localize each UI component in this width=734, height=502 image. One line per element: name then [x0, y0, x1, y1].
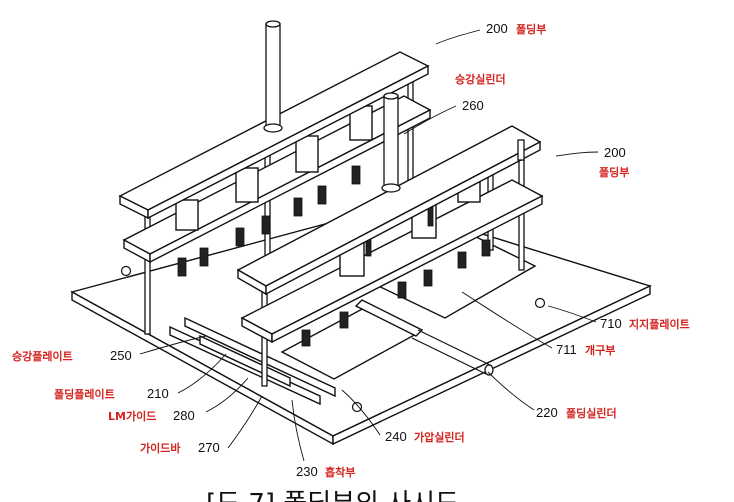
- label-lift-cylinder: 승강실린더 260: [455, 72, 506, 113]
- label-folding-cylinder: 220 폴딩실린더: [536, 405, 617, 420]
- folding-cylinder: [354, 299, 494, 376]
- svg-text:710: 710: [600, 316, 622, 331]
- svg-text:220: 220: [536, 405, 558, 420]
- svg-text:가압실린더: 가압실린더: [414, 430, 465, 444]
- figure-caption: [도 7] 폴딩부의 사시도: [206, 489, 459, 502]
- svg-text:280: 280: [173, 408, 195, 423]
- folding-unit-right: [236, 92, 544, 387]
- svg-text:흡착부: 흡착부: [325, 465, 355, 479]
- folding-unit-left: [118, 20, 432, 335]
- svg-text:240: 240: [385, 429, 407, 444]
- svg-text:711: 711: [556, 342, 577, 357]
- label-lift-plate: 승강플레이트 250: [12, 348, 132, 363]
- svg-text:개구부: 개구부: [585, 343, 615, 357]
- svg-text:지지플레이트: 지지플레이트: [629, 317, 690, 331]
- label-opening: 711 개구부: [556, 342, 615, 357]
- label-folding-plate: 폴딩플레이트 210: [54, 386, 169, 401]
- label-suction: 230 흡착부: [296, 464, 355, 479]
- svg-text:260: 260: [462, 98, 484, 113]
- label-folding-top: 200 폴딩부: [486, 21, 546, 36]
- svg-text:200: 200: [604, 145, 626, 160]
- svg-text:폴딩실린더: 폴딩실린더: [566, 406, 617, 420]
- svg-text:230: 230: [296, 464, 318, 479]
- svg-text:가이드바: 가이드바: [140, 441, 181, 455]
- svg-text:270: 270: [198, 440, 220, 455]
- label-lm-guide: LM가이드 280: [108, 408, 195, 423]
- leader-lines: [139, 29, 599, 462]
- svg-text:210: 210: [147, 386, 169, 401]
- svg-text:폴딩부: 폴딩부: [516, 22, 546, 36]
- label-folding-right: 200 폴딩부: [599, 145, 629, 179]
- svg-text:승강실린더: 승강실린더: [455, 72, 506, 86]
- svg-text:250: 250: [110, 348, 132, 363]
- svg-text:승강플레이트: 승강플레이트: [12, 349, 73, 363]
- label-support-plate: 710 지지플레이트: [600, 316, 690, 331]
- svg-text:폴딩플레이트: 폴딩플레이트: [54, 387, 115, 401]
- svg-text:폴딩부: 폴딩부: [599, 165, 629, 179]
- label-guide-bar: 가이드바 270: [140, 440, 220, 455]
- svg-text:200: 200: [486, 21, 508, 36]
- svg-text:LM가이드: LM가이드: [108, 409, 156, 423]
- label-press-cylinder: 240 가압실린더: [385, 429, 465, 444]
